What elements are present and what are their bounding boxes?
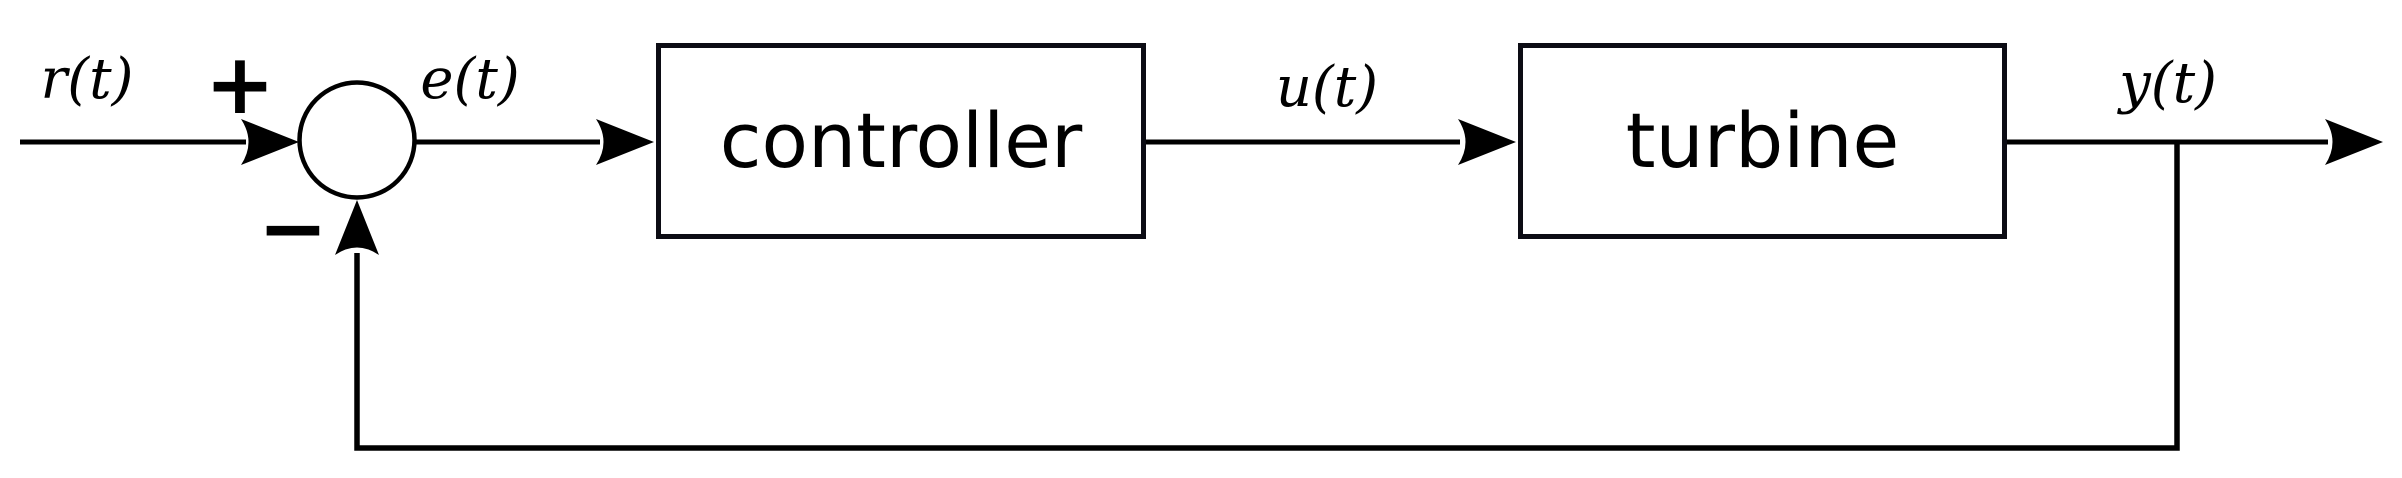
feedback-arrowhead-icon bbox=[335, 200, 379, 255]
controller-block: controller bbox=[656, 43, 1146, 239]
summing-minus-sign: − bbox=[257, 179, 329, 277]
error-arrowhead-icon bbox=[596, 119, 654, 165]
error-signal-label: e(t) bbox=[420, 47, 520, 112]
control-arrowhead-icon bbox=[1458, 119, 1516, 165]
control-signal-label: u(t) bbox=[1275, 55, 1379, 120]
output-signal-label: y(t) bbox=[2119, 51, 2217, 116]
feedback-path-line bbox=[354, 142, 2180, 451]
turbine-block: turbine bbox=[1518, 43, 2007, 239]
reference-arrowhead-icon bbox=[241, 119, 299, 165]
reference-signal-label: r(t) bbox=[40, 47, 134, 112]
controller-block-label: controller bbox=[719, 96, 1083, 185]
summing-plus-sign: + bbox=[204, 35, 276, 133]
output-arrowhead-icon bbox=[2325, 119, 2383, 165]
turbine-block-label: turbine bbox=[1625, 96, 1900, 185]
